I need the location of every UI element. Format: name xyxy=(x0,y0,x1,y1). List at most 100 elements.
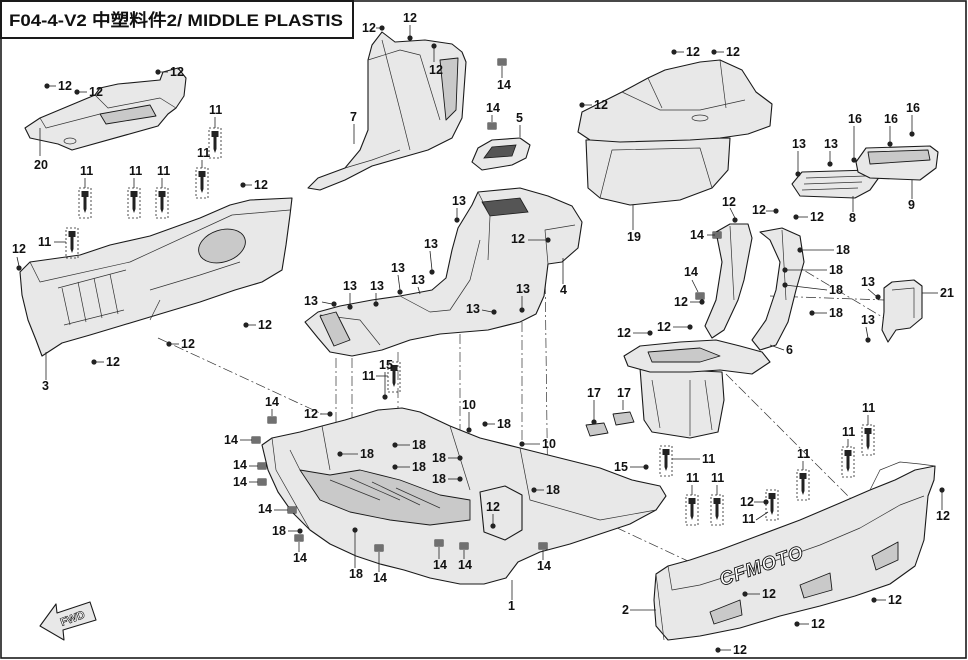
spring-nut-icon xyxy=(257,462,267,470)
leader-line xyxy=(397,274,401,291)
callout-label: 12 xyxy=(181,337,195,351)
leader-line xyxy=(16,256,20,267)
callout-label: 2 xyxy=(622,603,629,617)
callout-label: 11 xyxy=(686,471,699,485)
callout-label: 12 xyxy=(810,210,824,224)
clip-icon xyxy=(387,361,401,393)
clip-icon xyxy=(78,187,92,219)
bolt-icon xyxy=(429,269,435,275)
callout-label: 12 xyxy=(722,195,736,209)
bolt-icon xyxy=(382,394,388,400)
callout-label: 13 xyxy=(411,273,425,287)
spring-nut-icon xyxy=(294,534,304,542)
part-3-left-side-panel xyxy=(19,197,293,357)
callout-label: 3 xyxy=(42,379,49,393)
bolt-icon xyxy=(591,419,597,425)
callout-label: 11 xyxy=(209,103,222,117)
leader-line xyxy=(429,250,433,271)
bolt-icon xyxy=(939,487,945,493)
callout-label: 12 xyxy=(254,178,268,192)
bolt-icon xyxy=(795,171,801,177)
callout-label: 12 xyxy=(89,85,103,99)
part-9-cover xyxy=(855,145,939,181)
bolt-icon xyxy=(909,131,915,137)
leader-line xyxy=(769,344,785,351)
callout-label: 12 xyxy=(170,65,184,79)
callout-label: 14 xyxy=(433,558,447,572)
forward-direction-arrow: FWD xyxy=(39,601,97,641)
callout-label: 18 xyxy=(497,417,511,431)
callout-label: 12 xyxy=(733,643,747,657)
callout-label: 14 xyxy=(690,228,704,242)
callout-label: 1 xyxy=(508,599,515,613)
callout-label: 15 xyxy=(379,358,393,372)
callout-label: 13 xyxy=(792,137,806,151)
callout-label: 14 xyxy=(265,395,279,409)
bolt-icon xyxy=(490,523,496,529)
callout-label: 13 xyxy=(516,282,530,296)
callout-label: 5 xyxy=(516,111,523,125)
part-2-right-side-panel: CFMOTO xyxy=(653,461,936,641)
part-19-storage-box xyxy=(577,59,773,206)
callout-label: 13 xyxy=(343,279,357,293)
callout-label: 18 xyxy=(412,460,426,474)
callout-label: 11 xyxy=(362,369,375,383)
callout-label: 18 xyxy=(836,243,850,257)
clip-icon xyxy=(685,494,699,526)
callout-label: 18 xyxy=(360,447,374,461)
leader-line xyxy=(691,279,699,293)
callout-label: 13 xyxy=(370,279,384,293)
part-7-center-upper-trim xyxy=(307,31,467,191)
spring-nut-icon xyxy=(695,292,705,300)
clip-icon xyxy=(65,227,79,259)
part-20-floor-mat xyxy=(24,67,187,151)
bolt-icon xyxy=(16,265,22,271)
spring-nut-icon xyxy=(251,436,261,444)
callout-label: 12 xyxy=(762,587,776,601)
callout-label: 12 xyxy=(657,320,671,334)
callout-label: 11 xyxy=(157,164,170,178)
spring-nut-icon xyxy=(538,542,548,550)
callout-label: 12 xyxy=(403,11,417,25)
bolt-icon xyxy=(875,294,881,300)
callout-label: 14 xyxy=(373,571,387,585)
callout-label: 11 xyxy=(197,146,210,160)
bolt-icon xyxy=(347,304,353,310)
callout-label: 11 xyxy=(842,425,855,439)
bolt-icon xyxy=(373,301,379,307)
leader-line xyxy=(729,207,736,219)
callout-label: 12 xyxy=(686,45,700,59)
callout-label: 18 xyxy=(829,263,843,277)
callout-label: 12 xyxy=(888,593,902,607)
bolt-icon xyxy=(454,217,460,223)
clip-icon xyxy=(195,167,209,199)
callout-label: 20 xyxy=(34,158,48,172)
callout-label: 13 xyxy=(861,313,875,327)
callout-label: 11 xyxy=(742,512,755,526)
callout-label: 13 xyxy=(304,294,318,308)
callout-label: 14 xyxy=(293,551,307,565)
callout-label: 13 xyxy=(861,275,875,289)
spring-nut-icon xyxy=(257,478,267,486)
callout-label: 14 xyxy=(224,433,238,447)
spring-nut-icon xyxy=(434,539,444,547)
callout-label: 8 xyxy=(849,211,856,225)
spring-nut-icon xyxy=(374,544,384,552)
leader-line xyxy=(867,288,877,297)
leader-line xyxy=(417,286,421,295)
callout-label: 13 xyxy=(824,137,838,151)
callout-label: 12 xyxy=(752,203,766,217)
callout-label: 10 xyxy=(462,398,476,412)
bolt-icon xyxy=(466,427,472,433)
callout-label: 14 xyxy=(258,502,272,516)
callout-label: 13 xyxy=(466,302,480,316)
clip-icon xyxy=(861,424,875,456)
part-4-center-console xyxy=(304,187,583,357)
bolt-icon xyxy=(431,43,437,49)
spring-nut-icon xyxy=(287,506,297,514)
callout-label: 11 xyxy=(80,164,93,178)
callout-label: 13 xyxy=(452,194,466,208)
bolt-icon xyxy=(865,337,871,343)
part-5-switch-bezel xyxy=(471,137,531,171)
